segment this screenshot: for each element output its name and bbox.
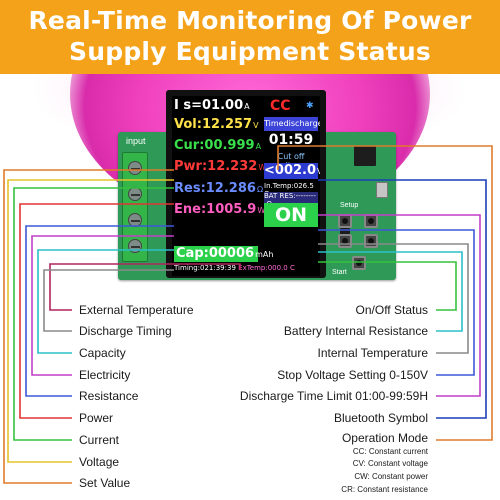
callout-line-resistance [25, 225, 174, 397]
on-off-status-readout: ON [264, 203, 318, 227]
screw-icon [128, 187, 142, 201]
power-label: Pwr: [174, 159, 208, 174]
mode-note-cv: CV: Constant voltage [352, 459, 428, 468]
set-value-unit: A [244, 102, 250, 111]
energy-label: Ene: [174, 202, 207, 217]
label-bluetooth-symbol: Bluetooth Symbol [333, 411, 428, 425]
callout-line-on-off-status [318, 261, 457, 311]
voltage-readout: Vol:12.257V [174, 117, 259, 132]
callout-line-battery-resistance [318, 251, 463, 332]
label-stop-voltage-setting: Stop Voltage Setting 0-150V [277, 368, 428, 382]
voltage-label: Vol: [174, 117, 202, 132]
bluetooth-icon: ✱ [306, 101, 314, 111]
label-operation-mode: Operation Mode [341, 431, 428, 445]
time-limit-readout: 01:59 [268, 132, 314, 148]
external-temperature: ExTemp:000.0 C [238, 264, 295, 272]
callout-line-set-value [3, 169, 174, 484]
energy-value: 1005.9 [206, 202, 257, 217]
current-label: Cur: [174, 138, 205, 153]
capacity-value: 00006 [208, 246, 255, 261]
timedischarge-label: Timedischarge [264, 117, 320, 131]
power-readout: Pwr:12.232W [174, 159, 266, 174]
resistance-label: Res: [174, 181, 206, 196]
timing-readout: Timing:021:39:39 ExTemp:000.0 C [174, 264, 295, 272]
ic-chip [354, 146, 376, 166]
callout-line-current [13, 187, 174, 441]
callout-line-operation-mode [277, 145, 493, 441]
label-capacity: Capacity [79, 346, 126, 360]
current-unit: A [255, 142, 262, 151]
resistance-unit: Ω [256, 185, 264, 194]
label-power: Power [79, 411, 114, 425]
power-value: 12.232 [207, 159, 258, 174]
banner-title-line-1: Real-Time Monitoring Of Power [28, 6, 472, 35]
current-value: 00.999 [204, 138, 255, 153]
label-voltage: Voltage [79, 455, 120, 469]
label-electricity: Electricity [79, 368, 131, 382]
label-discharge-timing: Discharge Timing [79, 324, 172, 338]
start-button[interactable] [352, 256, 366, 270]
start-label: Start [332, 269, 347, 276]
label-set-value: Set Value [79, 476, 131, 490]
mode-note-cw: CW: Constant power [354, 472, 428, 481]
cutoff-voltage-value: <002.0 [264, 163, 317, 178]
voltage-unit: V [253, 121, 259, 130]
callout-line-discharge-timing [43, 269, 174, 332]
capacity-unit: mAh [255, 250, 274, 259]
energy-readout: Ene:1005.9Wh [174, 202, 270, 217]
resistance-value: 12.286 [205, 181, 256, 196]
label-on-off-status: On/Off Status [355, 303, 428, 317]
label-external-temperature: External Temperature [79, 303, 194, 317]
operation-mode-readout: CC [270, 98, 291, 114]
label-current: Current [79, 433, 120, 447]
mode-note-cc: CC: Constant current [352, 447, 428, 456]
callout-line-external-temperature [49, 263, 241, 311]
callout-line-capacity [37, 249, 174, 354]
callout-line-electricity [31, 235, 174, 376]
screw-icon [128, 161, 142, 175]
callout-line-time-limit [318, 214, 481, 397]
ic-chip-small [340, 228, 350, 238]
capacity-readout: Cap:00006mAh [174, 246, 273, 262]
voltage-value: 12.257 [201, 117, 253, 132]
callout-line-stop-voltage [318, 229, 475, 376]
label-discharge-time-limit: Discharge Time Limit 01:00-99:59H [239, 389, 428, 403]
callout-line-voltage [7, 179, 174, 463]
label-internal-temperature: Internal Temperature [317, 346, 428, 360]
capacity-label: Cap: [176, 246, 209, 261]
title-banner: Real-Time Monitoring Of Power Supply Equ… [0, 0, 500, 74]
callout-line-power [19, 203, 174, 419]
discharge-timing: Timing:021:39:39 [174, 264, 236, 272]
mode-note-cr: CR: Constant resistance [341, 485, 428, 494]
usb-port [376, 182, 388, 198]
label-resistance: Resistance [79, 389, 139, 403]
set-value-readout: I s=01.00A [174, 98, 250, 113]
banner-title-line-2: Supply Equipment Status [69, 37, 431, 66]
cutoff-voltage-unit: V [317, 167, 320, 176]
current-readout: Cur:00.999A [174, 138, 261, 153]
energy-unit: Wh [257, 206, 270, 215]
callout-line-bluetooth [318, 179, 487, 419]
setup-label: Setup [340, 202, 359, 209]
callout-line-internal-temperature [318, 243, 469, 354]
resistance-readout: Res:12.286Ω [174, 181, 263, 196]
set-value-text: I s=01.00 [174, 98, 244, 113]
lcd-screen: I s=01.00A CC ✱ Vol:12.257V Cur:00.999A … [172, 96, 320, 276]
input-terminal-label: input [126, 136, 146, 146]
power-unit: W [258, 163, 267, 172]
label-battery-internal-resistance: Battery Internal Resistance [283, 324, 428, 338]
